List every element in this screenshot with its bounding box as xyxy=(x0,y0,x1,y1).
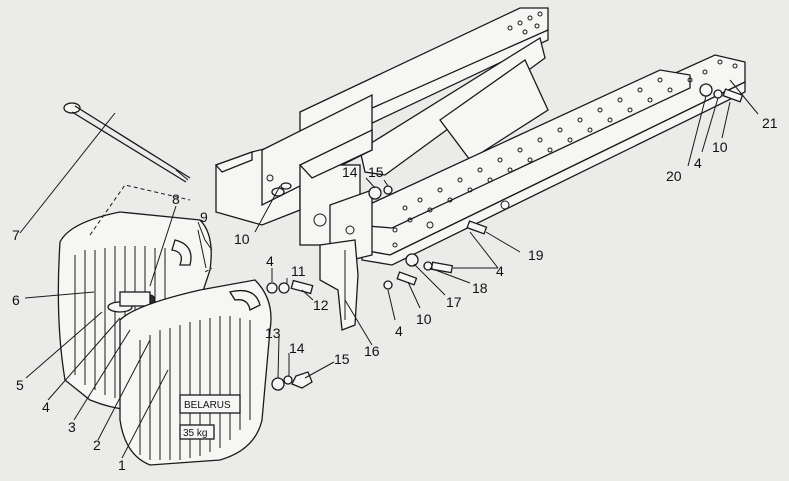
weight-mass-label: 35 kg xyxy=(183,428,207,439)
callout-12: 12 xyxy=(313,297,329,313)
callout-20: 20 xyxy=(666,168,682,184)
callout-14-lower: 14 xyxy=(289,340,305,356)
callout-13: 13 xyxy=(265,325,281,341)
callout-16: 16 xyxy=(364,343,380,359)
callout-6: 6 xyxy=(12,292,20,308)
weight-brand-label: BELARUS xyxy=(184,400,231,411)
callout-4-left: 4 xyxy=(42,399,50,415)
callout-15-upper: 15 xyxy=(368,164,384,180)
callout-10-rail: 10 xyxy=(712,139,728,155)
callout-21: 21 xyxy=(762,115,778,131)
callout-4-right: 4 xyxy=(496,263,504,279)
front-bracket xyxy=(214,93,373,331)
callout-11: 11 xyxy=(291,263,306,279)
callout-19: 19 xyxy=(528,247,544,263)
callout-4-middle: 4 xyxy=(395,323,403,339)
callout-4-bracket: 4 xyxy=(266,253,274,269)
callout-5: 5 xyxy=(16,377,24,393)
callout-4-rail: 4 xyxy=(694,155,702,171)
callout-18: 18 xyxy=(472,280,488,296)
callout-8: 8 xyxy=(172,191,180,207)
callout-10-bracket: 10 xyxy=(234,231,250,247)
callout-7: 7 xyxy=(12,227,20,243)
callout-17: 17 xyxy=(446,294,462,310)
callout-3: 3 xyxy=(68,419,76,435)
frame-rails xyxy=(298,7,746,266)
callout-labels: 1 2 3 4 5 6 7 8 9 10 4 11 12 13 14 15 16… xyxy=(12,115,778,473)
leader-lines xyxy=(19,79,759,459)
callout-10-middle: 10 xyxy=(416,311,432,327)
callout-15-lower: 15 xyxy=(334,351,350,367)
long-bolt xyxy=(63,102,191,183)
callout-2: 2 xyxy=(93,437,101,453)
counterweight-front: BELARUS 35 kg xyxy=(89,184,272,466)
callout-9: 9 xyxy=(200,209,208,225)
callout-1: 1 xyxy=(118,457,126,473)
callout-14-upper: 14 xyxy=(342,164,358,180)
